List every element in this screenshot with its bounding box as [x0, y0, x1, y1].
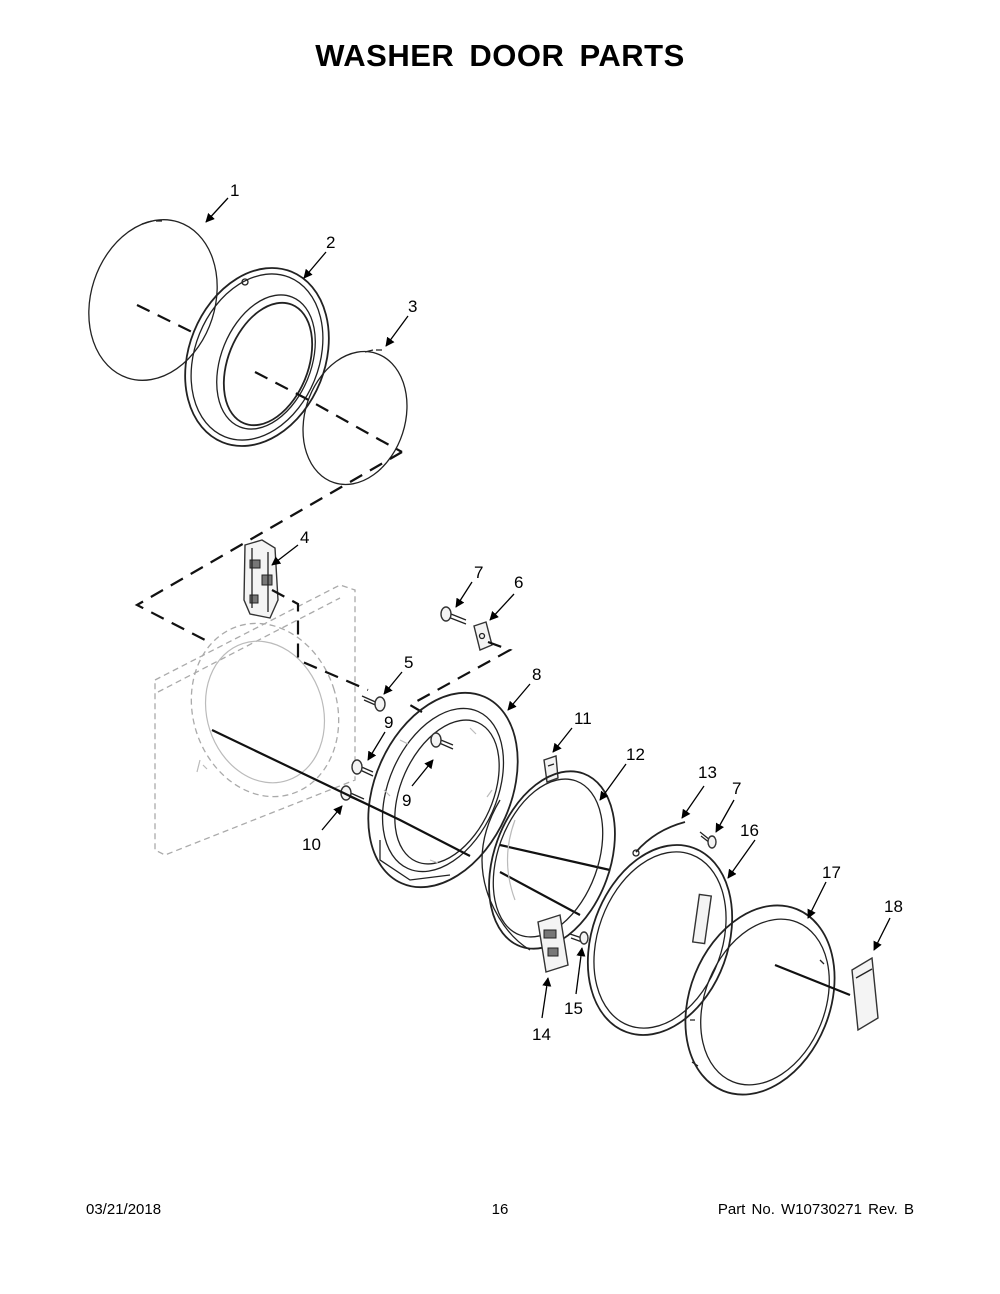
part-11-clip[interactable] — [543, 755, 559, 783]
axis-line — [211, 729, 471, 857]
part-8-inner-frame[interactable] — [339, 669, 546, 911]
callout-16: 16 — [740, 821, 759, 840]
axis-line — [499, 871, 581, 916]
callout-6: 6 — [514, 573, 523, 592]
callout-8: 8 — [532, 665, 541, 684]
axis-line — [271, 589, 369, 692]
footer-date: 03/21/2018 — [86, 1201, 162, 1218]
part-13-wire-link[interactable] — [632, 821, 686, 857]
part-3-inner-glass[interactable] — [286, 338, 423, 498]
part-7-screw-upper[interactable] — [440, 606, 467, 625]
callout-2: 2 — [326, 233, 335, 252]
callout-leaders — [205, 197, 891, 1019]
part-18-door-handle[interactable] — [851, 956, 879, 1032]
part-15-screw[interactable] — [569, 931, 589, 945]
callout-18: 18 — [884, 897, 903, 916]
part-4-door-lock[interactable] — [243, 539, 279, 619]
callout-3: 3 — [408, 297, 417, 316]
part-9-screw-center[interactable] — [430, 732, 454, 750]
callout-labels: 1 2 3 4 5 6 7 8 9 9 10 11 12 13 14 15 16… — [230, 181, 903, 1044]
axis-line — [499, 843, 611, 872]
footer-part-number: Part No. W10730271 Rev. B — [717, 1201, 914, 1218]
callout-12: 12 — [626, 745, 645, 764]
part-6-hinge-bracket[interactable] — [473, 621, 493, 651]
part-9-screw-left[interactable] — [351, 759, 374, 777]
part-7-screw-lower[interactable] — [699, 831, 717, 849]
axis-line — [774, 963, 851, 997]
cabinet-front-panel — [154, 584, 356, 856]
callout-7-upper: 7 — [474, 563, 483, 582]
callout-4: 4 — [300, 528, 309, 547]
callout-17: 17 — [822, 863, 841, 882]
part-1-outer-cover[interactable] — [69, 203, 238, 397]
part-16-outer-glass[interactable] — [563, 825, 758, 1056]
callout-5: 5 — [404, 653, 413, 672]
callout-1: 1 — [230, 181, 239, 200]
callout-15: 15 — [564, 999, 583, 1018]
part-17-outer-trim[interactable] — [658, 883, 861, 1117]
callout-9-left: 9 — [384, 713, 393, 732]
footer-page-number: 16 — [491, 1201, 509, 1218]
part-12-inner-glass-bowl[interactable] — [466, 754, 638, 967]
page-title: WASHER DOOR PARTS — [315, 38, 685, 73]
callout-7-lower: 7 — [732, 779, 741, 798]
part-5-screw[interactable] — [361, 695, 386, 712]
callout-14: 14 — [532, 1025, 551, 1044]
axis-line — [254, 371, 403, 453]
axis-line — [407, 640, 513, 713]
axis-line — [136, 304, 193, 333]
callout-11: 11 — [574, 709, 592, 728]
callout-10: 10 — [302, 835, 321, 854]
callout-13: 13 — [698, 763, 717, 782]
axis-line — [134, 451, 403, 641]
part-14-hinge[interactable] — [537, 914, 569, 973]
part-2-door-ring[interactable] — [159, 246, 354, 468]
callout-9-center: 9 — [402, 791, 411, 810]
